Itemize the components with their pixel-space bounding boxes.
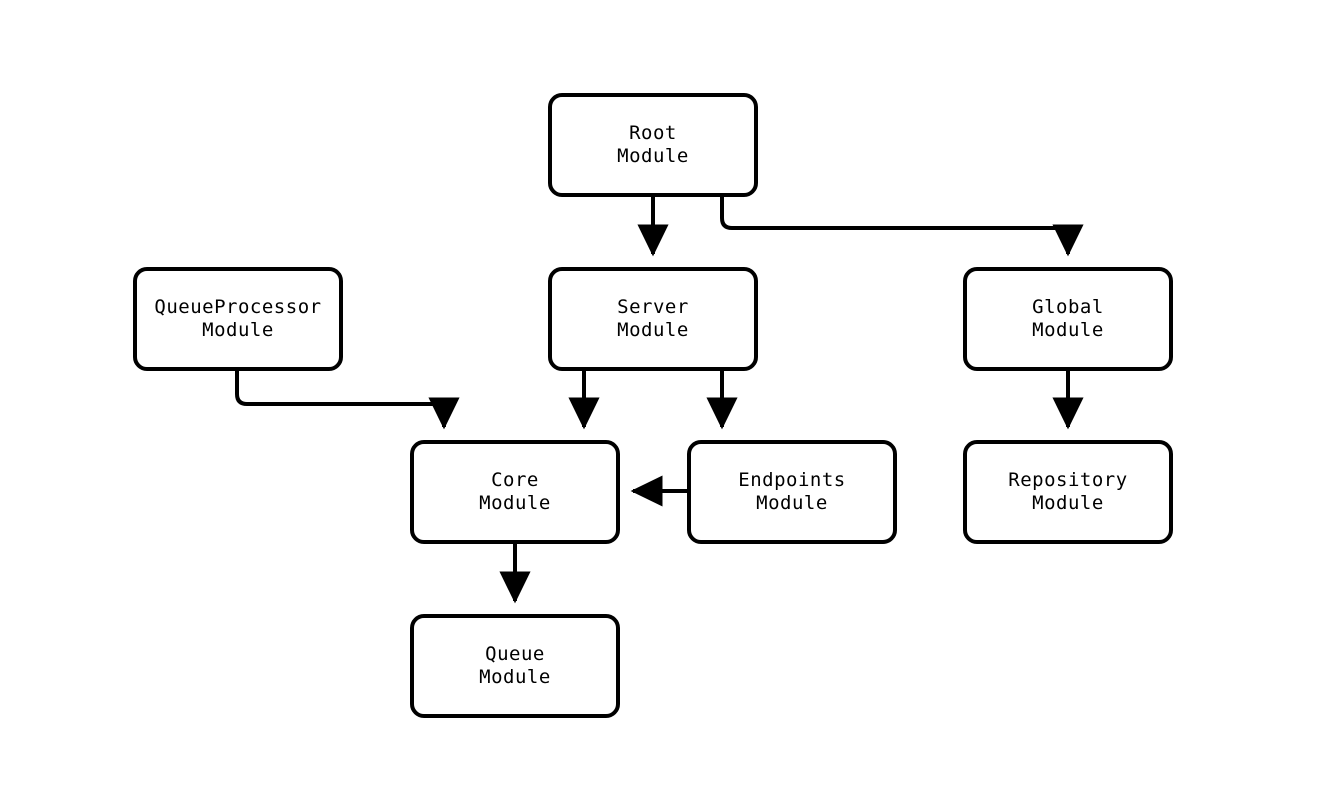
- edge-root-to-global: [720, 197, 1084, 257]
- node-subtitle: Module: [479, 666, 551, 688]
- node-title: Queue: [485, 643, 545, 665]
- node-title: QueueProcessor: [154, 296, 322, 318]
- node-server-module[interactable]: Server Module: [548, 267, 758, 371]
- node-subtitle: Module: [202, 319, 274, 341]
- node-core-module[interactable]: Core Module: [410, 440, 620, 544]
- node-subtitle: Module: [756, 492, 828, 514]
- node-endpoints-module[interactable]: Endpoints Module: [687, 440, 897, 544]
- node-queue-module[interactable]: Queue Module: [410, 614, 620, 718]
- node-root-module[interactable]: Root Module: [548, 93, 758, 197]
- node-title: Global: [1032, 296, 1104, 318]
- node-repository-module[interactable]: Repository Module: [963, 440, 1173, 544]
- node-subtitle: Module: [1032, 492, 1104, 514]
- node-title: Endpoints: [738, 469, 846, 491]
- node-title: Server: [617, 296, 689, 318]
- node-title: Repository: [1008, 469, 1128, 491]
- node-title: Core: [491, 469, 539, 491]
- node-subtitle: Module: [1032, 319, 1104, 341]
- node-subtitle: Module: [617, 145, 689, 167]
- node-queueprocessor-module[interactable]: QueueProcessor Module: [133, 267, 343, 371]
- node-subtitle: Module: [479, 492, 551, 514]
- edge-queueprocessor-to-core: [235, 371, 460, 430]
- node-subtitle: Module: [617, 319, 689, 341]
- node-global-module[interactable]: Global Module: [963, 267, 1173, 371]
- node-title: Root: [629, 122, 677, 144]
